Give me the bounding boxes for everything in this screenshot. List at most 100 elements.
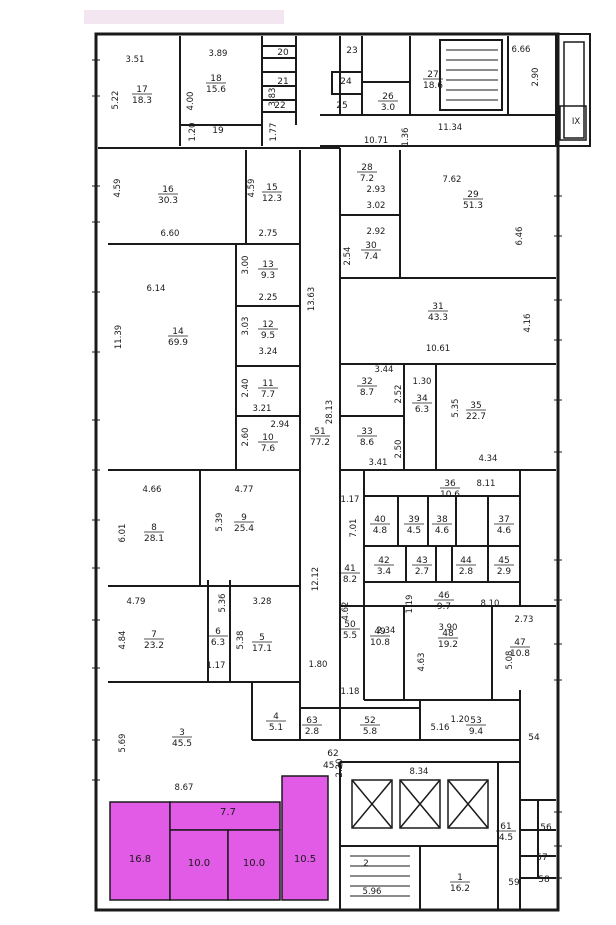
room-number-5: 5 <box>259 633 265 643</box>
dimension-37: 2.94 <box>271 420 290 430</box>
dimension-0: 3.51 <box>126 55 145 65</box>
room-area-14: 69.9 <box>168 338 188 348</box>
room-area-12: 9.5 <box>261 331 275 341</box>
dimension-46: 6.01 <box>118 524 128 543</box>
room-number-6: 6 <box>215 627 221 637</box>
dimension-5: 2.90 <box>531 68 541 87</box>
outer-wall <box>94 32 560 912</box>
dimension-24: 2.25 <box>259 293 278 303</box>
room-number-27: 27 <box>427 70 438 80</box>
dimension-25: 3.03 <box>241 317 251 336</box>
dimension-38: 2.60 <box>241 428 251 447</box>
dimension-17: 6.60 <box>161 229 180 239</box>
room-area-34: 6.3 <box>415 405 429 415</box>
window-marks <box>92 59 562 879</box>
dimension-73: 5.96 <box>363 887 382 897</box>
stair-hatch <box>350 49 498 897</box>
dimension-41: 2.50 <box>394 440 404 459</box>
room-area-36: 10.6 <box>440 490 460 500</box>
unit-10-5 <box>281 775 329 901</box>
room-number-59: 59 <box>508 878 520 888</box>
dimension-39: 4.34 <box>479 454 498 464</box>
dimension-42: 4.66 <box>143 485 162 495</box>
dimension-69: 5.69 <box>118 734 128 753</box>
room-area-4: 5.1 <box>269 723 283 733</box>
dimension-45: 1.17 <box>341 495 360 505</box>
dimension-54: 2.34 <box>377 626 396 636</box>
dimension-31: 3.44 <box>375 365 394 375</box>
dimension-27: 4.16 <box>523 314 533 333</box>
room-area-32: 8.7 <box>360 388 374 398</box>
unit-16-8 <box>109 801 171 901</box>
room-area-35: 22.7 <box>466 412 486 422</box>
dimension-49: 12.12 <box>311 567 321 591</box>
dimension-60: 1.19 <box>405 595 415 614</box>
dimension-62: 1.17 <box>207 661 226 671</box>
dimension-61: 8.10 <box>481 599 500 609</box>
dimension-44: 8.11 <box>477 479 496 489</box>
room-area-17: 18.3 <box>132 96 152 106</box>
room-area-37: 4.6 <box>497 526 512 536</box>
dimension-12: 4.59 <box>113 179 123 198</box>
room-number-24: 24 <box>340 77 352 87</box>
room-area-28: 7.2 <box>360 174 374 184</box>
room-area-61: 4.5 <box>499 833 513 843</box>
room-number-10: 10 <box>262 433 274 443</box>
highlight-label-3: 10.0 <box>243 858 265 869</box>
room-number-22: 22 <box>274 101 285 111</box>
room-number-40: 40 <box>374 515 386 525</box>
room-number-50: 50 <box>344 620 356 630</box>
room-number-38: 38 <box>436 515 448 525</box>
room-number-49: 49 <box>374 627 386 637</box>
room-number-37: 37 <box>498 515 509 525</box>
room-area-39: 4.5 <box>407 526 421 536</box>
room-area-38: 4.6 <box>435 526 450 536</box>
annex-inner-wall <box>563 41 585 139</box>
annex-wall <box>555 33 591 147</box>
dimension-74: IX <box>572 117 581 127</box>
annex-box <box>559 105 587 141</box>
room-area-10: 7.6 <box>261 444 276 454</box>
room-number-52: 52 <box>364 716 375 726</box>
highlight-label-4: 10.5 <box>294 854 316 865</box>
dimension-59: 4.62 <box>341 602 351 621</box>
room-area-49: 10.8 <box>370 638 390 648</box>
room-area-40: 4.8 <box>373 526 388 536</box>
room-area-15: 12.3 <box>262 194 282 204</box>
room-number-25: 25 <box>336 101 347 111</box>
room-area-41: 8.2 <box>343 575 357 585</box>
dimension-43: 4.77 <box>235 485 254 495</box>
dimension-7: 10.71 <box>364 136 388 146</box>
dimension-51: 4.79 <box>127 597 146 607</box>
dimension-29: 3.24 <box>259 347 278 357</box>
dimension-48: 7.01 <box>349 519 359 538</box>
dimension-56: 2.73 <box>515 615 534 625</box>
room-area-5: 17.1 <box>252 644 272 654</box>
highlight-label-0: 16.8 <box>129 854 151 865</box>
room-area-13: 9.3 <box>261 271 275 281</box>
header-smudge <box>84 10 284 24</box>
dimension-14: 7.62 <box>443 175 462 185</box>
room-area-50: 5.5 <box>343 631 357 641</box>
room-area-31: 43.3 <box>428 313 448 323</box>
dimension-53: 3.28 <box>253 597 272 607</box>
room-number-31: 31 <box>432 302 443 312</box>
labels: 1718.31815.619202122232425263.02718.6163… <box>111 45 580 897</box>
room-area-26: 3.0 <box>381 103 396 113</box>
dimension-11: 1.36 <box>401 128 411 147</box>
dimension-4: 4.00 <box>186 92 196 111</box>
room-number-4: 4 <box>273 712 279 722</box>
dimension-6: 3.83 <box>268 88 278 107</box>
interior-walls <box>98 36 556 910</box>
dimension-8: 11.34 <box>438 123 462 133</box>
dimension-52: 5.36 <box>218 594 228 613</box>
dimension-47: 5.39 <box>215 513 225 532</box>
dimension-19: 2.92 <box>367 227 386 237</box>
dimension-21: 2.54 <box>343 247 353 266</box>
room-number-53: 53 <box>470 716 481 726</box>
room-number-16: 16 <box>162 185 174 195</box>
dimension-64: 4.63 <box>417 653 427 672</box>
room-area-48: 19.2 <box>438 640 458 650</box>
dimension-36: 5.35 <box>451 399 461 418</box>
dimension-57: 4.84 <box>118 631 128 650</box>
